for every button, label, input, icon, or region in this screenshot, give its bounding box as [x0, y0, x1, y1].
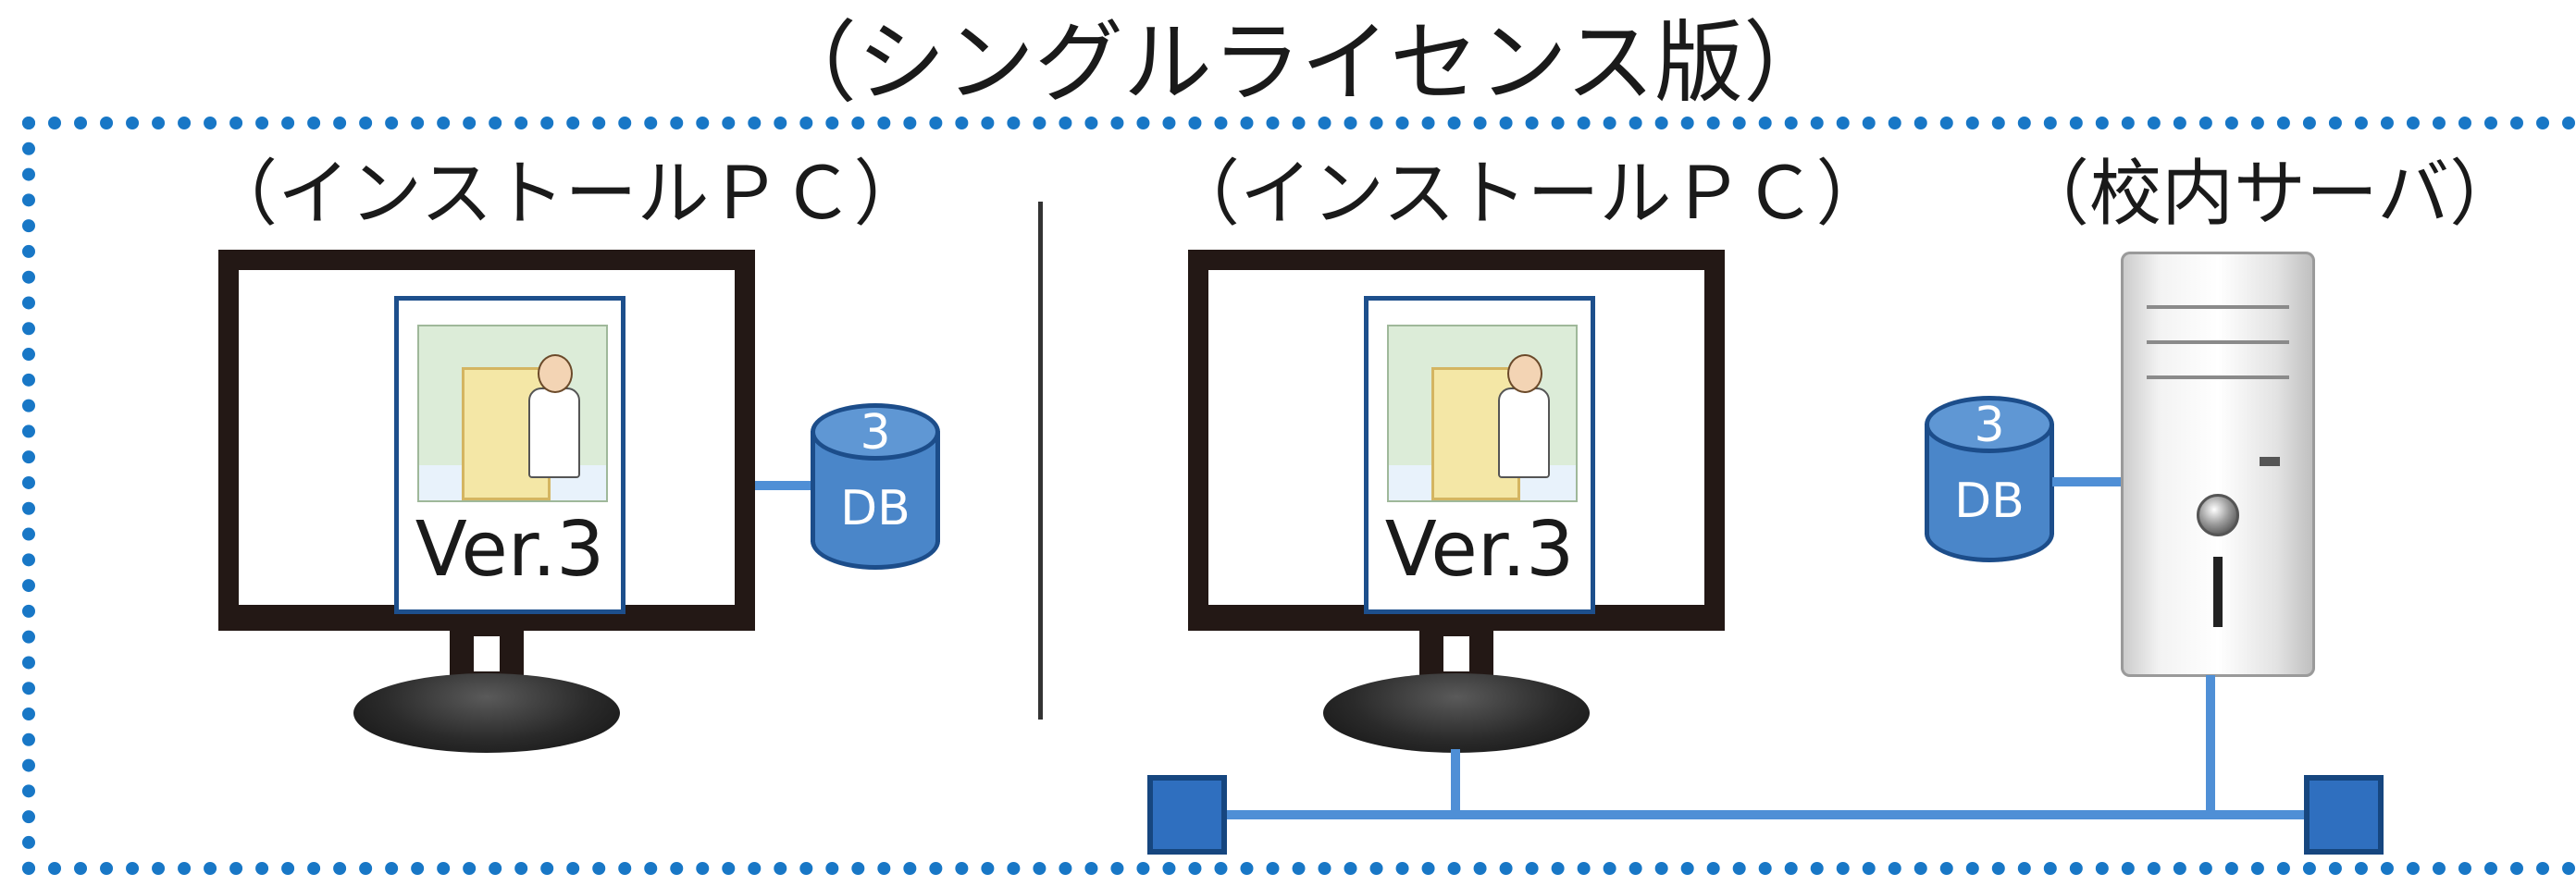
network-drop-pc: [1451, 749, 1460, 814]
package-cover-illustration: [1387, 325, 1578, 502]
server-tower-icon: [2121, 252, 2315, 677]
package-cover-illustration: [417, 325, 608, 502]
db-version-number: 3: [1974, 398, 2005, 453]
section-divider: [1038, 202, 1043, 720]
package-version: Ver.3: [1384, 506, 1575, 594]
database-icon-right: 3 DB: [1925, 396, 2054, 562]
network-drop-server: [2206, 675, 2215, 814]
cover-person-body: [1498, 388, 1550, 478]
server-front-bar: [2213, 557, 2223, 627]
diagram-title: （シングルライセンス版）: [768, 11, 1833, 115]
monitor-icon-left: Ver.3: [218, 250, 755, 823]
package-version: Ver.3: [415, 506, 605, 594]
cover-person-body: [528, 388, 580, 478]
monitor-neck-hole: [1443, 636, 1469, 671]
drive-bay: [2147, 340, 2289, 344]
drive-bay: [2147, 305, 2289, 309]
db-label: DB: [840, 481, 910, 536]
db-cylinder-top: [811, 403, 940, 461]
network-line: [1220, 810, 2345, 819]
monitor-screen: Ver.3: [239, 270, 735, 614]
label-install-pc-left: （インストールＰＣ）: [205, 153, 926, 236]
monitor-base: [353, 673, 620, 753]
network-hub-right-icon: [2304, 775, 2384, 855]
server-led: [2260, 457, 2280, 466]
license-frame: [22, 117, 2576, 875]
cover-person-head: [538, 354, 573, 393]
software-package-left: Ver.3: [394, 296, 625, 614]
monitor-screen: Ver.3: [1208, 270, 1704, 614]
label-school-server: （校内サーバ）: [2017, 153, 2522, 236]
power-button-icon: [2197, 494, 2239, 536]
label-install-pc-right: （インストールＰＣ）: [1168, 153, 1889, 236]
cover-person-head: [1507, 354, 1542, 393]
database-icon-left: 3 DB: [811, 403, 940, 570]
software-package-right: Ver.3: [1364, 296, 1595, 614]
drive-bay: [2147, 375, 2289, 379]
monitor-neck-hole: [474, 636, 500, 671]
server-db-connector: [2052, 477, 2121, 486]
pc-db-connector-left: [755, 481, 812, 490]
db-label: DB: [1954, 474, 2025, 529]
db-version-number: 3: [860, 405, 891, 461]
db-cylinder-top: [1925, 396, 2054, 453]
monitor-icon-right: Ver.3: [1188, 250, 1725, 823]
monitor-base: [1323, 673, 1590, 753]
network-hub-left-icon: [1147, 775, 1227, 855]
